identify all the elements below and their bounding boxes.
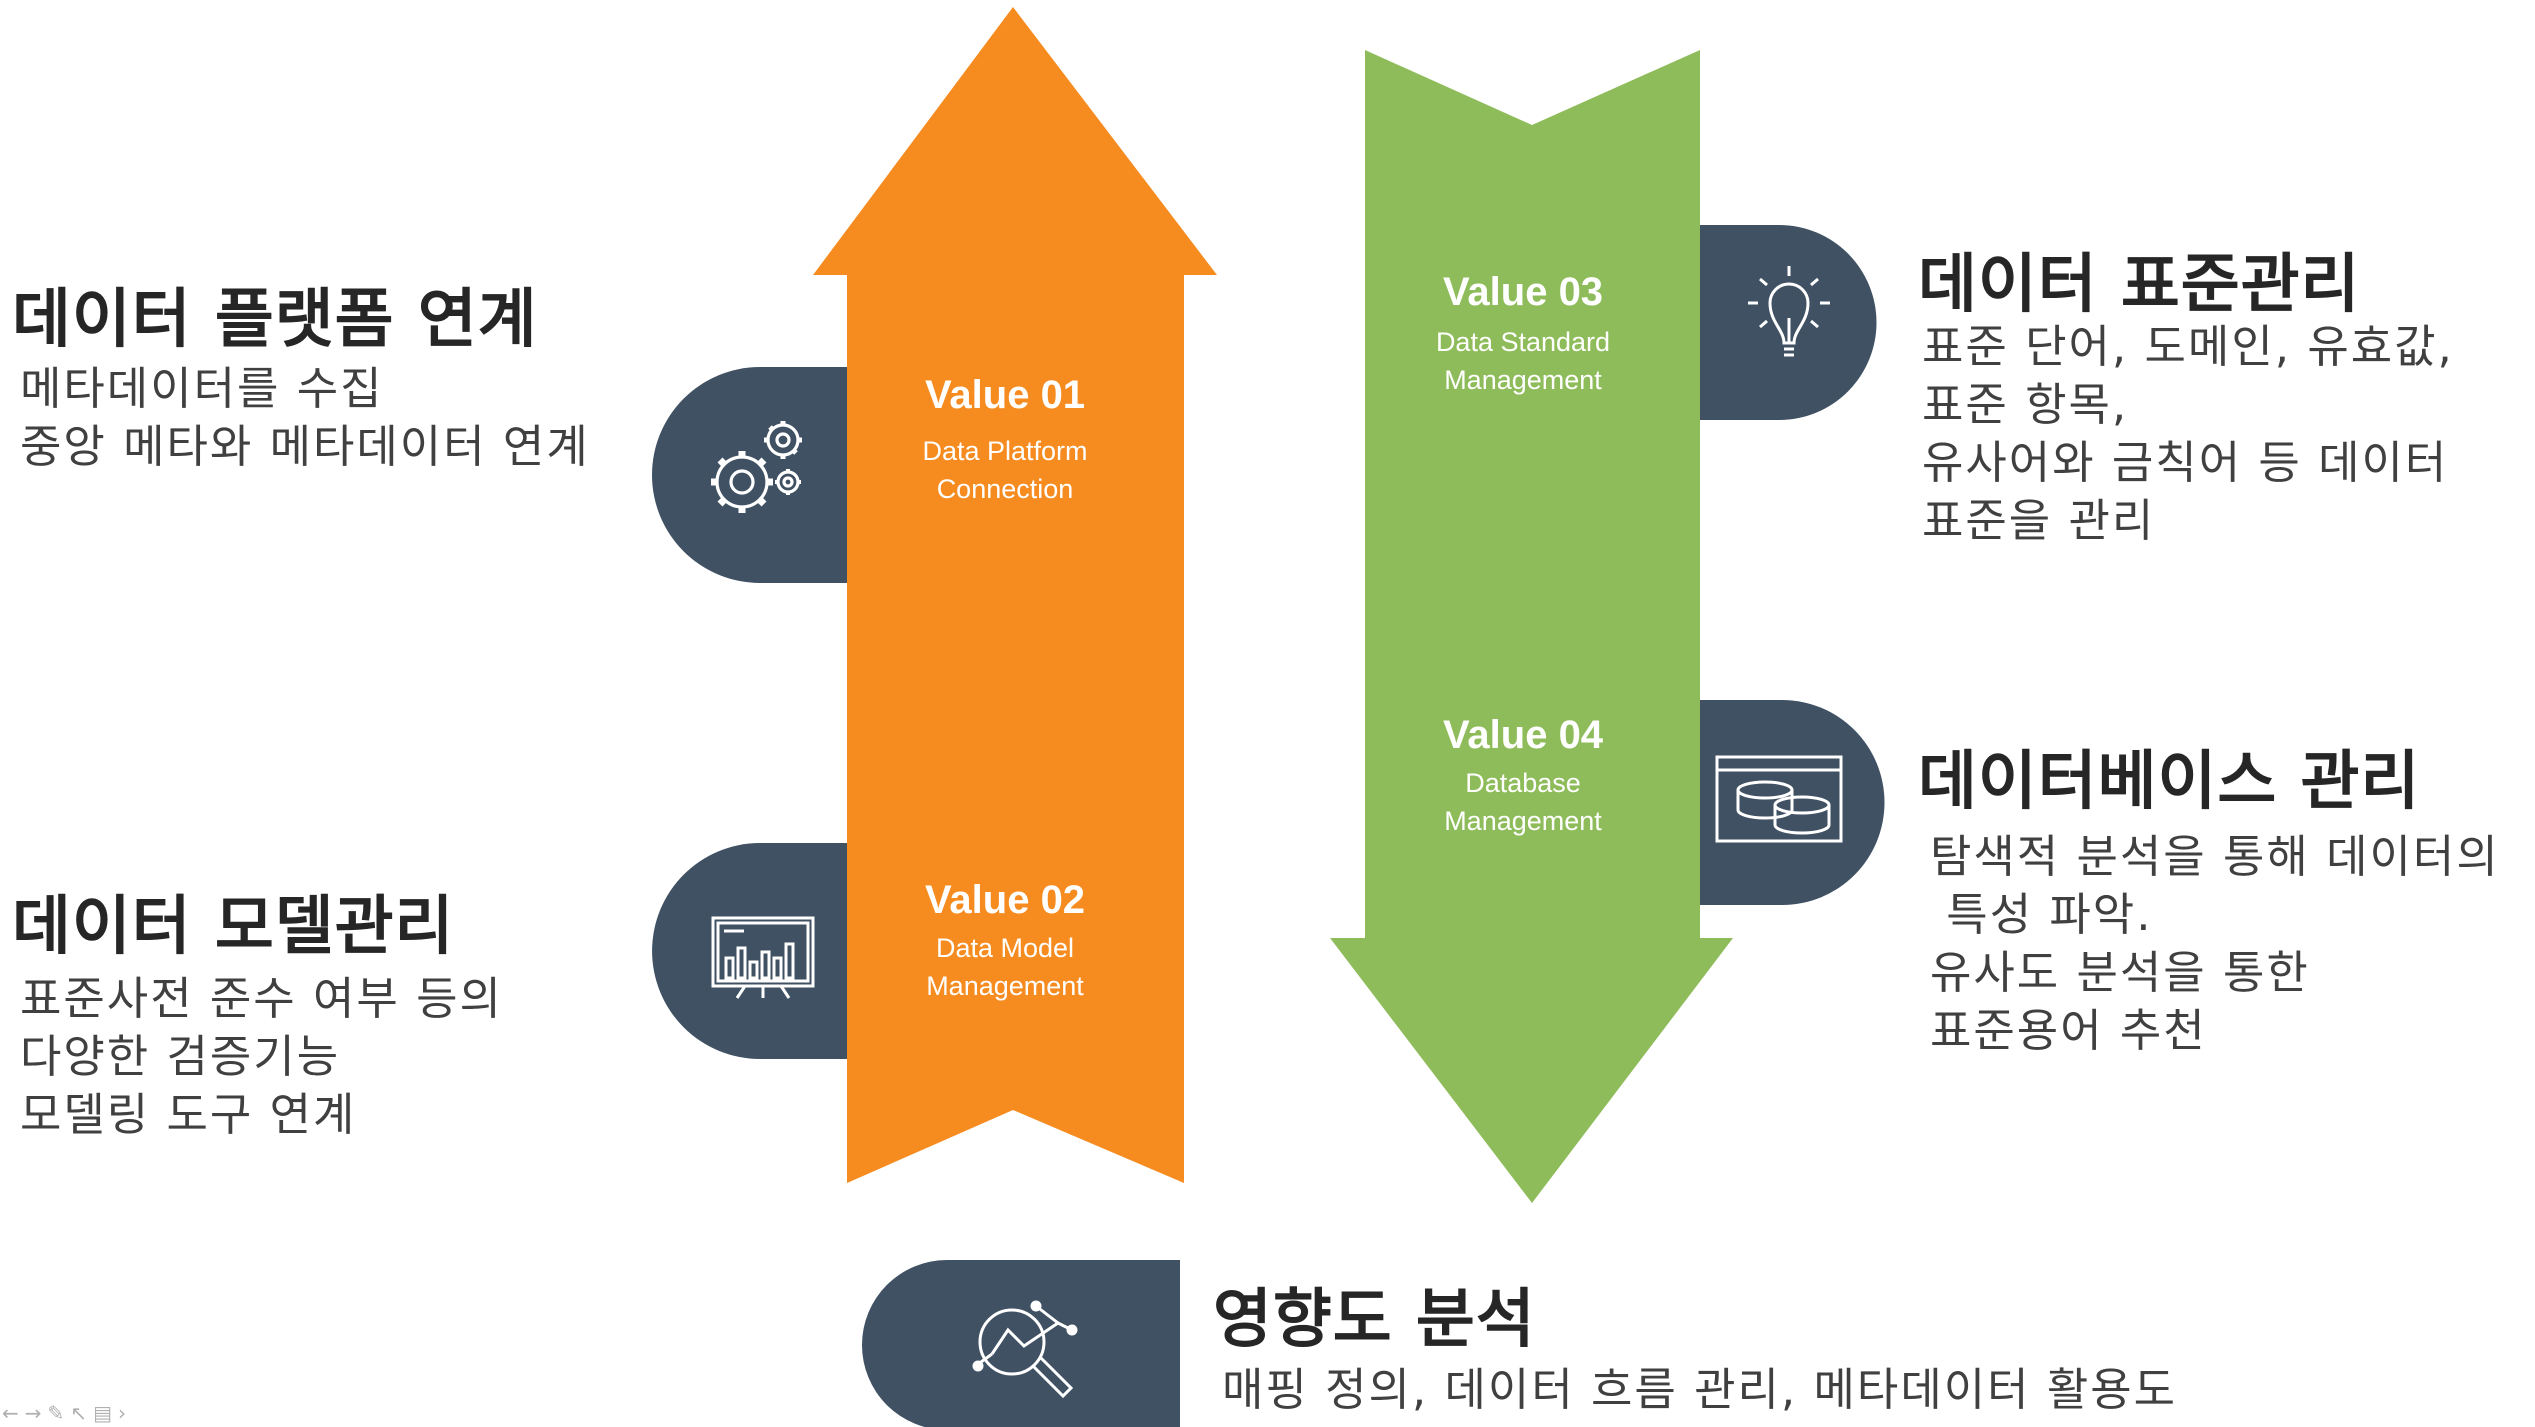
value-subtitle: Database Management xyxy=(1378,764,1668,840)
value-subtitle-line: Management xyxy=(926,971,1084,1001)
value-subtitle-line: Management xyxy=(1444,365,1602,395)
impact-heading: 영향도 분석 xyxy=(1213,1283,1536,1357)
lightbulb-icon xyxy=(1748,266,1830,357)
description-line: 표준을 관리 xyxy=(1922,494,2156,547)
value-subtitle-line: Data Standard xyxy=(1435,327,1611,357)
model-heading: 데이터 모델관리 xyxy=(12,890,455,964)
gears-icon xyxy=(711,421,802,513)
platform-description: 메타데이터를 수집 중앙 메타와 메타데이터 연계 xyxy=(20,360,590,476)
description-line: 표준 항목, xyxy=(1922,378,2129,431)
more-icon[interactable]: › xyxy=(117,1401,132,1425)
standard-heading: 데이터 표준관리 xyxy=(1918,248,2361,322)
slides-icon[interactable]: ▤ xyxy=(93,1401,118,1425)
standard-description: 표준 단어, 도메인, 유효값, 표준 항목, 유사어와 금칙어 등 데이터 표… xyxy=(1922,318,2454,550)
value-subtitle-line: Data Model xyxy=(935,933,1075,963)
presenter-toolbar: ←→✎↖▤› xyxy=(2,1401,132,1425)
description-line: 다양한 검증기능 xyxy=(20,1030,341,1083)
description-line: 유사어와 금칙어 등 데이터 xyxy=(1922,436,2449,489)
value-03-block: Value 03 Data Standard Management xyxy=(1378,270,1668,399)
icon-tab-model xyxy=(652,843,847,1059)
description-line: 특성 파악. xyxy=(1930,888,2153,941)
impact-description: 매핑 정의, 데이터 흐름 관리, 메타데이터 활용도 xyxy=(1222,1361,2177,1419)
model-description: 표준사전 준수 여부 등의 다양한 검증기능 모델링 도구 연계 xyxy=(20,970,503,1144)
description-line: 중앙 메타와 메타데이터 연계 xyxy=(20,420,590,473)
magnifier-analysis-icon xyxy=(972,1300,1078,1399)
presentation-chart-icon xyxy=(711,916,815,999)
value-subtitle: Data Standard Management xyxy=(1378,323,1668,399)
description-line: 표준용어 추천 xyxy=(1930,1004,2207,1057)
platform-heading: 데이터 플랫폼 연계 xyxy=(12,283,538,357)
arrow-right-icon[interactable]: → xyxy=(24,1401,48,1425)
description-line: 매핑 정의, 데이터 흐름 관리, 메타데이터 활용도 xyxy=(1222,1363,2178,1416)
description-line: 표준 단어, 도메인, 유효값, xyxy=(1922,320,2454,373)
down-arrow xyxy=(1330,50,1733,1203)
arrow-left-icon[interactable]: ← xyxy=(2,1401,25,1425)
value-title: Value 04 xyxy=(1442,713,1604,757)
value-subtitle-line: Database xyxy=(1465,768,1581,798)
value-title: Value 01 xyxy=(924,373,1086,417)
database-heading: 데이터베이스 관리 xyxy=(1918,745,2421,819)
value-04-block: Value 04 Database Management xyxy=(1378,713,1668,840)
description-line: 표준사전 준수 여부 등의 xyxy=(20,972,503,1025)
value-title: Value 02 xyxy=(924,878,1086,922)
database-description: 탐색적 분석을 통해 데이터의 특성 파악. 유사도 분석을 통한 표준용어 추… xyxy=(1930,828,2500,1060)
description-line: 유사도 분석을 통한 xyxy=(1930,946,2310,999)
pen-icon[interactable]: ✎ xyxy=(47,1401,71,1425)
value-subtitle-line: Data Platform xyxy=(922,436,1088,466)
value-title: Value 03 xyxy=(1442,270,1604,314)
value-02-block: Value 02 Data Model Management xyxy=(860,878,1150,1005)
value-subtitle-line: Management xyxy=(1444,806,1602,836)
value-subtitle: Data Platform Connection xyxy=(860,432,1150,508)
description-line: 메타데이터를 수집 xyxy=(20,362,384,415)
value-subtitle: Data Model Management xyxy=(860,929,1150,1005)
value-01-block: Value 01 Data Platform Connection xyxy=(860,373,1150,508)
database-window-icon xyxy=(1715,755,1843,843)
pointer-icon[interactable]: ↖ xyxy=(70,1401,94,1425)
description-line: 모델링 도구 연계 xyxy=(20,1088,357,1141)
description-line: 탐색적 분석을 통해 데이터의 xyxy=(1930,830,2500,883)
up-arrow xyxy=(813,7,1217,1183)
value-subtitle-line: Connection xyxy=(936,474,1074,504)
